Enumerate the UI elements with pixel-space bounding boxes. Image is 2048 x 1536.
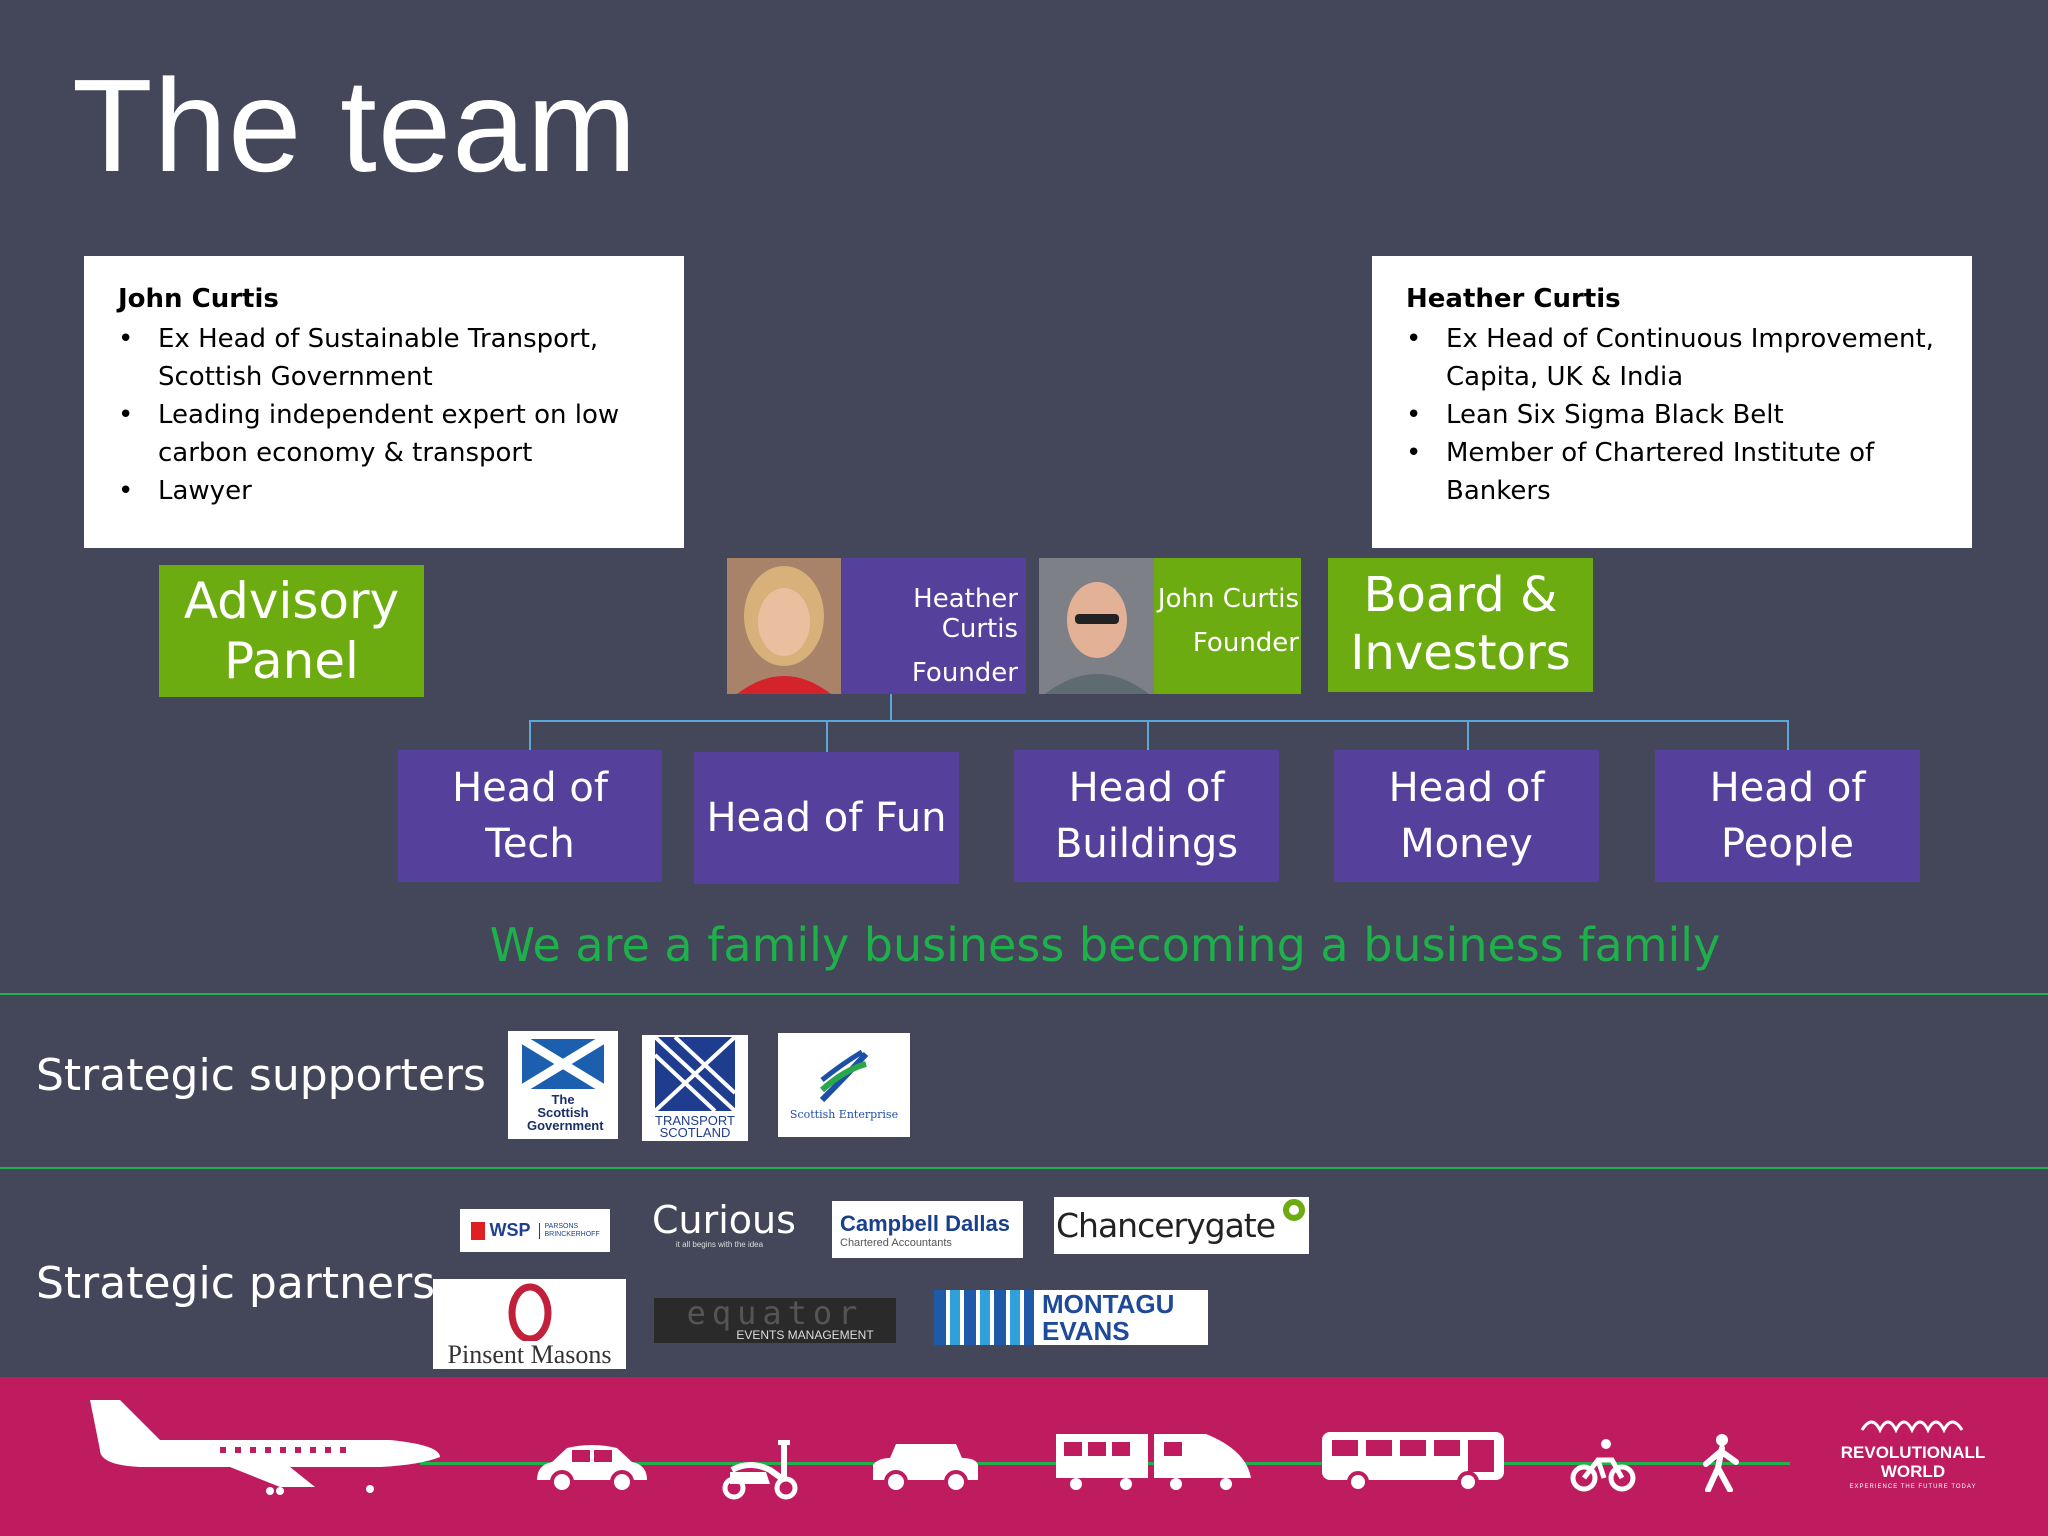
slide-title: The team — [72, 52, 638, 199]
logo-subtext: PARSONS BRINCKERHOFF — [538, 1222, 600, 1239]
strategic-supporters-label: Strategic supporters — [36, 1050, 486, 1101]
org-connector-drop — [1787, 720, 1789, 750]
slogan: We are a family business becoming a busi… — [489, 918, 1721, 972]
bio-list: Ex Head of Continuous Improvement, Capit… — [1406, 320, 1938, 510]
scottish-enterprise-logo: Scottish Enterprise — [778, 1033, 910, 1137]
brand-name-line1: REVOLUTIONALL — [1840, 1443, 1986, 1462]
train-icon — [1056, 1434, 1251, 1490]
board-investors-label: Board & Investors — [1350, 567, 1571, 681]
founder-role: Founder — [911, 658, 1018, 688]
bio-point: Lawyer — [118, 472, 650, 510]
logo-subtext: EVENTS MANAGEMENT — [736, 1328, 874, 1342]
john-founder-card: John Curtis Founder — [1154, 558, 1301, 694]
bicycle-icon — [1570, 1439, 1636, 1492]
scottish-government-logo: The Scottish Government — [508, 1031, 618, 1139]
section-divider — [0, 993, 2048, 995]
bio-point: Leading independent expert on low carbon… — [118, 396, 650, 472]
montagu-evans-logo: MONTAGU EVANS — [934, 1290, 1208, 1345]
advisory-panel-box: Advisory Panel — [159, 565, 424, 697]
transport-scotland-mark-icon — [655, 1037, 735, 1111]
founder-name: John Curtis — [1157, 584, 1299, 614]
car-icon — [537, 1445, 647, 1494]
taxi-icon — [873, 1444, 978, 1494]
org-connector-drop — [826, 720, 828, 752]
bio-card-heather: Heather Curtis Ex Head of Continuous Imp… — [1372, 256, 1972, 548]
org-connector-horizontal — [529, 720, 1789, 722]
wsp-logo: WSP PARSONS BRINCKERHOFF — [460, 1209, 610, 1252]
head-of-money-box: Head of Money — [1334, 750, 1599, 882]
org-connector-drop — [1467, 720, 1469, 750]
logo-text: equator — [686, 1294, 864, 1332]
bio-point: Member of Chartered Institute of Bankers — [1406, 434, 1938, 510]
section-divider — [0, 1167, 2048, 1169]
chancerygate-logo: Chancerygate — [1054, 1197, 1309, 1254]
head-of-buildings-box: Head of Buildings — [1014, 750, 1279, 882]
logo-text: Scottish Enterprise — [789, 1107, 899, 1121]
heather-founder-card: Heather Curtis Founder — [841, 558, 1026, 694]
logo-subtext: it all begins with the idea — [675, 1240, 764, 1249]
revolutionall-world-logo: REVOLUTIONALL WORLD EXPERIENCE THE FUTUR… — [1840, 1412, 1986, 1493]
pinsent-masons-logo: Pinsent Masons — [433, 1279, 626, 1369]
logo-text: The Scottish Government — [527, 1091, 604, 1133]
logo-subtext: Chartered Accountants — [840, 1236, 952, 1249]
head-of-tech-box: Head of Tech — [398, 750, 662, 882]
john-photo — [1039, 558, 1154, 694]
strategic-partners-label: Strategic partners — [36, 1258, 436, 1309]
founder-role: Founder — [1192, 628, 1299, 658]
bio-card-john: John Curtis Ex Head of Sustainable Trans… — [84, 256, 684, 548]
scooter-icon — [722, 1440, 798, 1500]
saltire-icon — [522, 1038, 604, 1089]
org-connector-drop — [529, 720, 531, 750]
brand-name-line2: WORLD — [1880, 1462, 1946, 1481]
bio-point: Ex Head of Continuous Improvement, Capit… — [1406, 320, 1938, 396]
logo-text: Curious — [652, 1198, 796, 1242]
bio-name: Heather Curtis — [1406, 284, 1621, 314]
advisory-panel-label: Advisory Panel — [183, 572, 400, 690]
montagu-evans-mark-icon — [934, 1290, 1034, 1345]
logo-text: MONTAGU — [1042, 1290, 1175, 1319]
brand-mark-icon — [1860, 1420, 1964, 1434]
logo-text: Chancerygate — [1056, 1206, 1276, 1245]
founder-name: Heather Curtis — [913, 584, 1018, 644]
equator-logo: equator EVENTS MANAGEMENT — [654, 1294, 896, 1343]
heather-photo — [727, 558, 841, 694]
chancerygate-mark-icon — [1283, 1199, 1305, 1221]
head-of-people-box: Head of People — [1655, 750, 1920, 882]
logo-text: Pinsent Masons — [447, 1340, 612, 1369]
bio-name: John Curtis — [118, 284, 279, 314]
logo-text: WSP — [489, 1220, 531, 1240]
montagu-evans-text: MONTAGU EVANS — [1042, 1290, 1175, 1345]
logo-text: EVANS — [1042, 1315, 1130, 1345]
org-connector-stem — [890, 694, 892, 722]
curious-logo: Curious it all begins with the idea — [652, 1198, 796, 1256]
bio-point: Ex Head of Sustainable Transport, Scotti… — [118, 320, 650, 396]
head-of-fun-box: Head of Fun — [694, 752, 959, 884]
campbell-dallas-logo: Campbell Dallas Chartered Accountants — [832, 1201, 1023, 1258]
transport-scotland-logo: TRANSPORT SCOTLAND — [642, 1035, 748, 1141]
logo-text: Campbell Dallas — [840, 1210, 1010, 1236]
bio-list: Ex Head of Sustainable Transport, Scotti… — [118, 320, 650, 510]
logo-text: TRANSPORT SCOTLAND — [655, 1113, 735, 1140]
brand-tagline: EXPERIENCE THE FUTURE TODAY — [1849, 1484, 1977, 1490]
plane-icon — [90, 1400, 440, 1495]
pedestrian-icon — [1703, 1434, 1739, 1492]
wsp-mark-icon — [471, 1221, 486, 1240]
scottish-enterprise-mark-icon — [819, 1049, 869, 1102]
bus-icon — [1322, 1432, 1504, 1492]
bio-point: Lean Six Sigma Black Belt — [1406, 396, 1938, 434]
board-investors-box: Board & Investors — [1328, 558, 1593, 692]
org-connector-drop — [1147, 720, 1149, 750]
pinsent-masons-mark-icon — [508, 1283, 551, 1341]
